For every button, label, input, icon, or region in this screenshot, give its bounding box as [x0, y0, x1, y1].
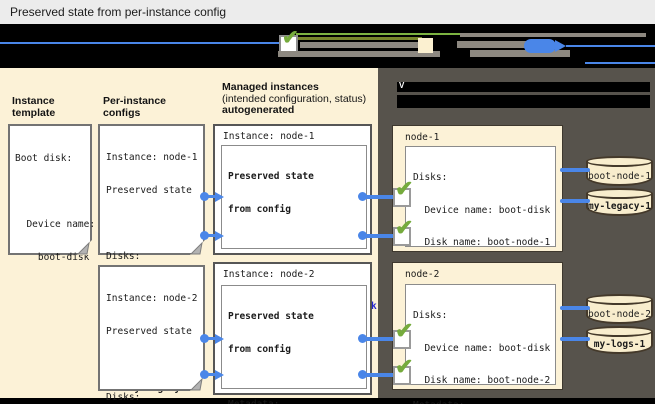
vm-disks-inner-box: Disks: Device name: boot-disk Disk name:…	[405, 146, 562, 404]
disk-connector-line	[560, 168, 590, 172]
applied-check-icon: ✔	[393, 356, 413, 385]
disk-cylinder-boot-node-2: boot-node-2	[586, 294, 653, 324]
panel-heading-initial: V	[399, 81, 405, 90]
connector-dot	[358, 231, 367, 240]
check-icon: ✔	[282, 27, 299, 49]
applied-check-icon: ✔	[393, 178, 413, 207]
preserved-state-inner-box: Preserved state from config Disks: Devic…	[221, 145, 377, 404]
connector-line	[206, 337, 216, 340]
disk-connector-line	[560, 337, 590, 341]
disk-connector-line	[560, 199, 590, 203]
connector-line	[364, 373, 395, 377]
connector-arrow-icon	[215, 334, 224, 344]
connector-line	[206, 234, 216, 237]
per-instance-config-node-1: Instance: node-1 Preserved state Disks: …	[98, 124, 205, 394]
legend-blue-line	[585, 62, 655, 64]
column-header-managed-instances: Managed instances (intended configuratio…	[222, 81, 367, 116]
legend-blue-arrow-icon	[555, 40, 566, 52]
legend-blue-line	[566, 45, 655, 47]
legend-olive-line	[296, 37, 422, 40]
column-header-per-instance-configs: Per-instance configs	[103, 95, 167, 119]
legend-blue-line	[0, 42, 279, 44]
legend-text-smudge	[278, 51, 440, 57]
connector-line	[364, 195, 395, 199]
legend-text-smudge	[460, 33, 646, 37]
vm-disks-inner-box: Disks: Device name: boot-disk Disk name:…	[405, 284, 556, 386]
connector-dot	[200, 231, 209, 240]
legend-text-smudge	[457, 41, 544, 48]
connector-line	[206, 373, 216, 376]
connector-arrow-icon	[215, 231, 224, 241]
managed-instance-node-1: Instance: node-1 Preserved state from co…	[213, 124, 377, 404]
legend-blue-oval	[524, 39, 556, 53]
connector-dot	[200, 334, 209, 343]
title-bar: Preserved state from per-instance config	[0, 0, 655, 24]
legend-checkbox-icon: ✔	[279, 27, 299, 53]
disk-cylinder-my-legacy-1: my-legacy-1	[586, 188, 653, 216]
disk-cylinder-boot-node-1: boot-node-1	[586, 156, 653, 186]
folded-corner-icon	[189, 376, 205, 391]
column-header-instance-template: Instance template	[12, 95, 56, 119]
instance-template-box: Boot disk: Device name: boot-disk	[8, 124, 95, 263]
connector-line	[364, 234, 395, 238]
bottom-bar	[0, 398, 655, 404]
disk-connector-line	[560, 306, 590, 310]
connector-arrow-icon	[215, 370, 224, 380]
vm-node-2: node-2 Disks: Device name: boot-disk Dis…	[392, 262, 563, 390]
legend-text-smudge	[300, 42, 422, 48]
panel-heading-redacted-line	[397, 82, 650, 92]
page-title: Preserved state from per-instance config	[10, 5, 227, 19]
connector-line	[206, 195, 216, 198]
legend-cream-square	[418, 38, 433, 53]
connector-line	[364, 337, 395, 341]
legend-band: ✔	[0, 24, 655, 68]
connector-dot	[358, 192, 367, 201]
connector-dot	[200, 192, 209, 201]
vm-node-1: node-1 Disks: Device name: boot-disk Dis…	[392, 125, 563, 404]
connector-dot	[200, 370, 209, 379]
per-instance-config-node-2: Instance: node-2 Preserved state Disks: …	[98, 265, 205, 403]
disk-cylinder-my-logs-1: my-logs-1	[586, 326, 653, 354]
folded-corner-icon	[76, 240, 92, 255]
applied-check-icon: ✔	[393, 320, 413, 349]
connector-arrow-icon	[215, 192, 224, 202]
legend-text-smudge	[470, 50, 570, 57]
connector-dot	[358, 334, 367, 343]
preserved-state-inner-box: Preserved state from config Disks: Devic…	[221, 285, 367, 389]
connector-dot	[358, 370, 367, 379]
applied-check-icon: ✔	[393, 217, 413, 246]
panel-heading-redacted-line	[397, 95, 650, 108]
folded-corner-icon	[189, 240, 205, 255]
managed-instance-node-2: Instance: node-2 Preserved state from co…	[213, 262, 372, 395]
